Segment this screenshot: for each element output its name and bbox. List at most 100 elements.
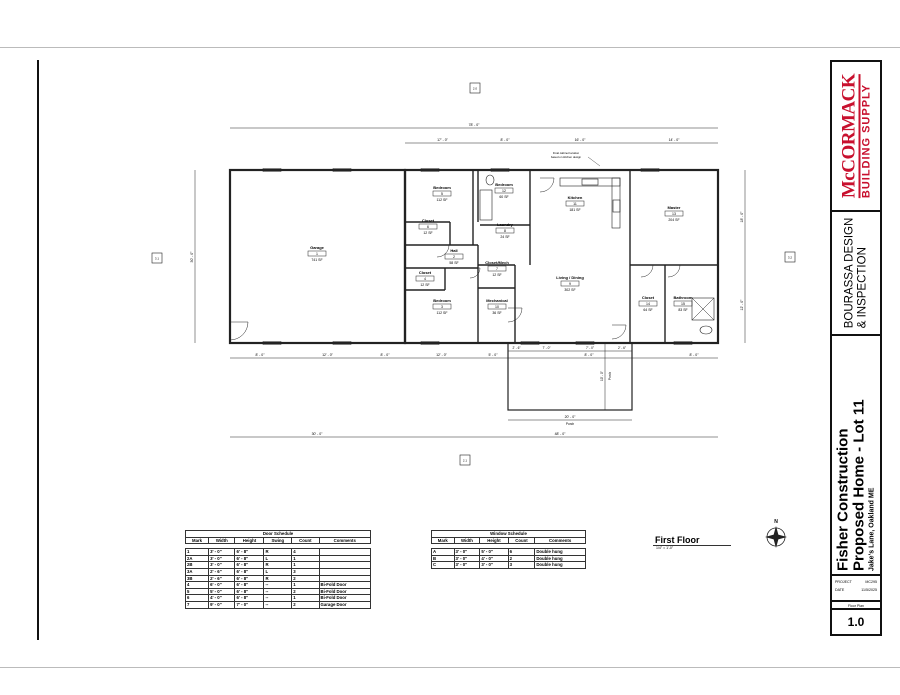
dimension-text: 2' - 6" [512, 346, 520, 350]
dimension-text: 78' - 0" [469, 123, 481, 127]
window-schedule-column-header: Comments [534, 536, 586, 545]
door-schedule-cell: 1 [291, 581, 320, 589]
room-number: 1 [316, 252, 318, 256]
dimension-text: 10' - 0" [600, 371, 604, 381]
room-tag [444, 253, 464, 260]
section-marker-left [151, 252, 163, 264]
dimension-text: 8' - 0" [585, 353, 595, 357]
door-schedule-cell: R [263, 548, 293, 556]
toilet [485, 174, 495, 186]
room-name: Closet [422, 218, 435, 223]
door-schedule-cell: Bi-Fold Door [318, 581, 372, 589]
room-area: 741 SF [311, 258, 322, 262]
sheet-border-top [0, 47, 900, 48]
window [673, 341, 693, 345]
door-schedule-cell: -- [263, 587, 293, 596]
room-area: 112 SF [436, 198, 447, 202]
door-schedule-cell: -- [263, 581, 293, 589]
door-schedule-cell: 6' - 8" [234, 554, 265, 563]
window-schedule-cell: 3' - 0" [453, 561, 481, 569]
room-name: Mechanical [486, 298, 508, 303]
window [640, 168, 660, 172]
door-schedule-cell: 6' - 8" [234, 548, 265, 556]
door-schedule-cell: Garage Door [318, 600, 372, 609]
door-schedule-title: Door Schedule [185, 530, 371, 538]
door-schedule-column-header: Width [208, 536, 236, 545]
window-schedule-column-header: Mark [431, 536, 455, 545]
room-number: 11 [573, 202, 577, 206]
door-schedule-cell: 6 [184, 594, 210, 602]
door-schedule-cell: 5' - 0" [208, 587, 236, 596]
door-schedule-column-header: Height [234, 536, 265, 545]
room-name: Hall [450, 248, 457, 253]
porch-outline [507, 342, 633, 411]
view-title: First Floor [655, 535, 700, 545]
door-schedule-cell: 6' - 0" [208, 581, 236, 589]
north-arrow-icon [765, 526, 787, 548]
kitchen-note: Final cabinet location [553, 151, 580, 155]
garage-exterior-wall [228, 168, 407, 345]
room-name: Bedroom [433, 298, 451, 303]
door-schedule-cell: 4 [291, 548, 320, 556]
shower [691, 297, 715, 321]
window-schedule-cell: Double hung [534, 554, 586, 563]
dimension-text: 30' - 0" [312, 432, 324, 436]
dimension-text: 18' - 0" [740, 211, 744, 223]
window [520, 341, 540, 345]
door-swing [640, 264, 654, 278]
door-schedule-cell: 6' - 8" [234, 567, 265, 576]
section-marker-top-label: 2.0 [473, 87, 478, 91]
door-schedule-cell: 3B [184, 574, 210, 583]
sheet-number: 1.0 [830, 608, 882, 636]
room-name: Closet [419, 270, 432, 275]
dimension-text: 12' - 0" [322, 353, 334, 357]
room-tag [560, 280, 580, 287]
room-name: Living / Dining [556, 275, 584, 280]
door-schedule-cell: 6' - 8" [234, 581, 265, 589]
room-area: 12 SF [423, 231, 432, 235]
window-schedule-cell: 3' - 0" [453, 548, 481, 556]
designer-line1: BOURASSA DESIGN [843, 217, 856, 329]
room-tag [664, 210, 684, 217]
door-schedule-cell: L [263, 567, 293, 576]
sheet-margin-rule [37, 60, 39, 640]
room-number: 4 [424, 277, 426, 281]
room-name: Bedroom [433, 185, 451, 190]
door-schedule-cell: 3' - 0" [208, 561, 236, 569]
door-schedule-cell: 6' - 8" [234, 587, 265, 596]
title-block-project: Fisher Construction Proposed Home - Lot … [830, 334, 882, 576]
dimension-text: 17' - 0" [437, 138, 449, 142]
door-schedule-cell: 5 [184, 587, 210, 596]
dimension-text: 8' - 0" [381, 353, 391, 357]
window-schedule-cell: Double hung [534, 561, 586, 569]
room-area: 83 SF [678, 308, 687, 312]
dimension-text: 30' - 0" [190, 251, 194, 263]
room-number: 3 [441, 305, 443, 309]
door-swing [436, 244, 450, 258]
window-schedule-cell: Double hung [534, 548, 586, 556]
dimension-text: 16' - 0" [575, 138, 587, 142]
door-schedule-cell: 4' - 0" [208, 594, 236, 602]
room-tag [565, 200, 585, 207]
room-area: 181 SF [569, 208, 580, 212]
room-area: 64 SF [643, 308, 652, 312]
door-schedule-cell: 2 [291, 574, 320, 583]
window-schedule-cell: 3' - 0" [479, 561, 509, 569]
room-number: 7 [496, 267, 498, 271]
room-number: 5 [441, 192, 443, 196]
north-label: N [774, 519, 778, 525]
section-marker-top [469, 82, 481, 94]
room-name: Closet/Mech [485, 260, 509, 265]
kitchen-sink [581, 178, 599, 186]
door-schedule-cell: 7' - 0" [234, 600, 265, 609]
window-schedule-cell: 5' - 0" [479, 548, 509, 556]
window-schedule-column-header: Width [453, 536, 481, 545]
room-name: Garage [310, 245, 325, 250]
